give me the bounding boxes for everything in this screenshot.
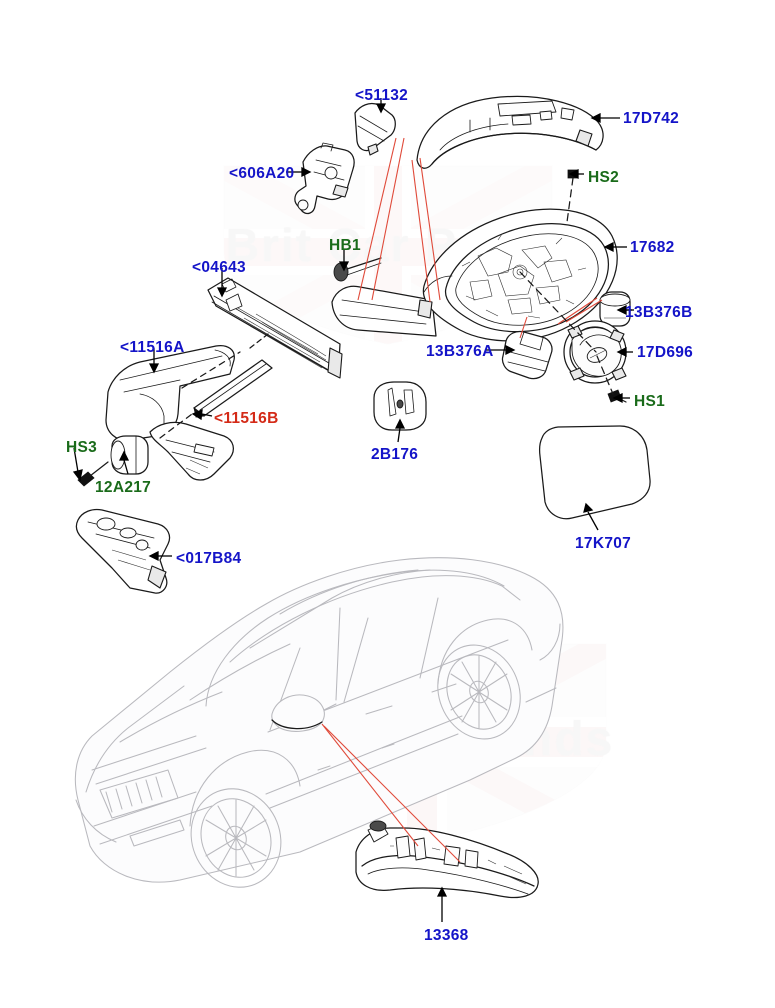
vehicle-outline-art bbox=[75, 558, 563, 901]
part-art-2B176 bbox=[374, 382, 426, 430]
part-art-13B376A bbox=[502, 331, 552, 378]
part-label-17K707[interactable]: 17K707 bbox=[575, 535, 632, 552]
part-label-11516A[interactable]: <11516A bbox=[120, 339, 185, 356]
part-label-2B176[interactable]: 2B176 bbox=[371, 446, 419, 463]
part-label-13B376A[interactable]: 13B376A bbox=[426, 343, 494, 360]
part-art-12A217 bbox=[111, 436, 148, 474]
part-label-17D696[interactable]: 17D696 bbox=[637, 344, 694, 361]
fastener-label-HB1[interactable]: HB1 bbox=[329, 237, 361, 254]
part-label-017B84[interactable]: <017B84 bbox=[176, 550, 242, 567]
part-art-17K707 bbox=[540, 426, 650, 519]
part-art-17D696 bbox=[564, 321, 626, 383]
part-label-17682[interactable]: 17682 bbox=[630, 239, 675, 256]
reference-lines-red bbox=[322, 138, 602, 862]
part-art-11516A bbox=[106, 346, 234, 480]
part-art-51132 bbox=[355, 104, 395, 155]
leader-lines bbox=[74, 98, 634, 922]
part-art-HS3 bbox=[78, 462, 108, 486]
part-art-13B376B bbox=[600, 292, 630, 326]
part-label-13368[interactable]: 13368 bbox=[424, 927, 469, 944]
fastener-label-12A217[interactable]: 12A217 bbox=[95, 479, 152, 496]
part-art-606A20 bbox=[295, 143, 354, 213]
fastener-label-HS1[interactable]: HS1 bbox=[634, 393, 666, 410]
part-art-13368 bbox=[356, 821, 538, 898]
part-label-13B376B[interactable]: 13B376B bbox=[625, 304, 693, 321]
part-label-17D742[interactable]: 17D742 bbox=[623, 110, 680, 127]
part-art-04643 bbox=[208, 278, 342, 378]
part-art-17D742 bbox=[417, 96, 603, 168]
fastener-label-HS2[interactable]: HS2 bbox=[588, 169, 620, 186]
part-label-04643[interactable]: <04643 bbox=[192, 259, 246, 276]
part-label-51132[interactable]: <51132 bbox=[355, 87, 409, 104]
alignment-lines-dashed bbox=[160, 178, 613, 438]
part-art-017B84 bbox=[76, 509, 169, 593]
part-label-11516B[interactable]: <11516B bbox=[214, 410, 279, 427]
part-label-606A20[interactable]: <606A20 bbox=[229, 165, 295, 182]
fastener-label-HS3[interactable]: HS3 bbox=[66, 439, 98, 456]
